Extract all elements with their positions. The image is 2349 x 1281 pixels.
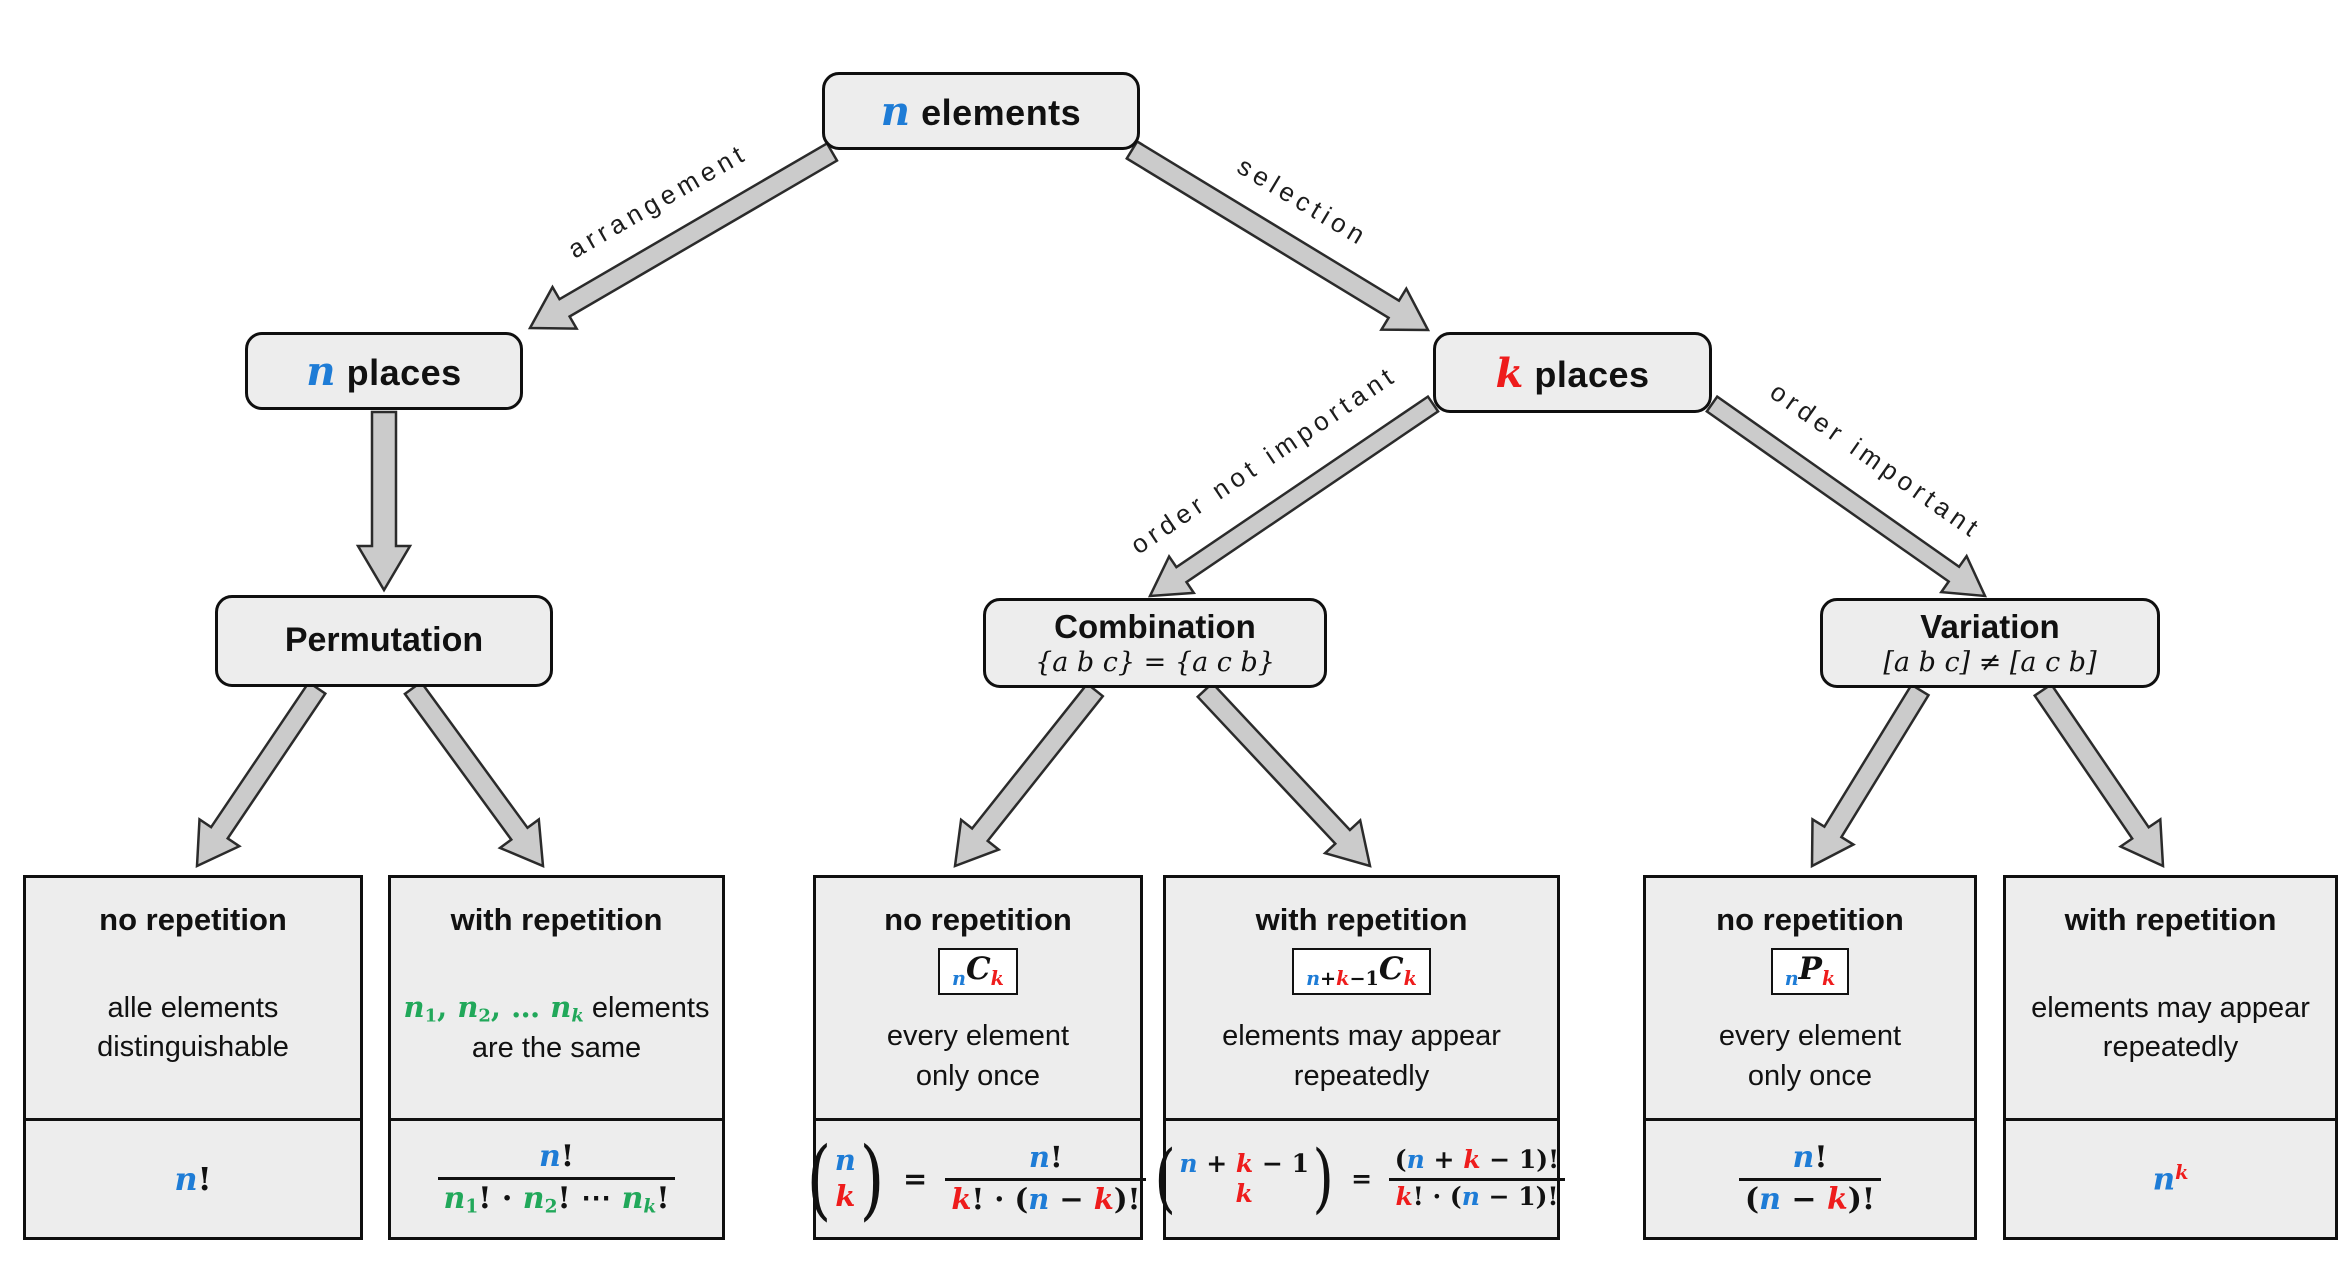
- leaf-title: with repetition: [2064, 902, 2277, 937]
- node-n-places: n places: [245, 332, 523, 410]
- leaf-title: with repetition: [1255, 902, 1468, 937]
- flow-arrow: [953, 682, 1105, 868]
- node-n-elements-label: n elements: [880, 87, 1082, 135]
- node-permutation: Permutation: [215, 595, 553, 687]
- node-k-places: k places: [1433, 332, 1712, 413]
- node-n-places-label: n places: [306, 347, 462, 395]
- flow-arrow: [1125, 139, 1431, 332]
- flow-arrow: [1195, 681, 1372, 868]
- leaf-title: no repetition: [1716, 902, 1904, 937]
- flow-arrow: [403, 680, 545, 868]
- leaf-formula: n!(n − k)!: [1646, 1118, 1974, 1237]
- leaf-title: no repetition: [99, 902, 287, 937]
- node-variation-subtitle: [a b c] ≠ [a c b]: [1883, 646, 2097, 678]
- node-variation: Variation [a b c] ≠ [a c b]: [1820, 598, 2160, 688]
- node-combination-title: Combination: [1054, 607, 1256, 645]
- flow-arrow: [527, 141, 839, 330]
- node-k-places-label: k places: [1495, 348, 1650, 397]
- flow-arrow: [1147, 394, 1440, 598]
- node-combination-subtitle: {a b c} = {a c b}: [1035, 646, 1275, 678]
- node-combination: Combination {a b c} = {a c b}: [983, 598, 1327, 688]
- leaf-title: with repetition: [450, 902, 663, 937]
- flow-arrow: [1705, 394, 1988, 598]
- flow-arrow: [355, 410, 413, 593]
- nPk-badge: nPk: [1770, 948, 1850, 996]
- leaf-formula: n!n1! · n2! ⋯ nk!: [391, 1118, 722, 1237]
- node-permutation-title: Permutation: [284, 621, 484, 660]
- node-n-elements: n elements: [822, 72, 1140, 150]
- leaf-combination-with-repetition: with repetition n+k−1Ck elements may app…: [1154, 875, 1566, 1240]
- node-variation-title: Variation: [1920, 607, 2060, 645]
- leaf-title: no repetition: [884, 902, 1072, 937]
- flow-arrow: [195, 680, 328, 869]
- nCk-badge: nCk: [938, 948, 1018, 996]
- flow-arrow: [2032, 682, 2165, 869]
- n-plus-k-minus-1-Ck-badge: n+k−1Ck: [1292, 948, 1431, 996]
- leaf-formula: n!: [26, 1118, 360, 1237]
- flow-arrow: [1810, 683, 1931, 869]
- leaf-formula: nk: [2006, 1118, 2335, 1237]
